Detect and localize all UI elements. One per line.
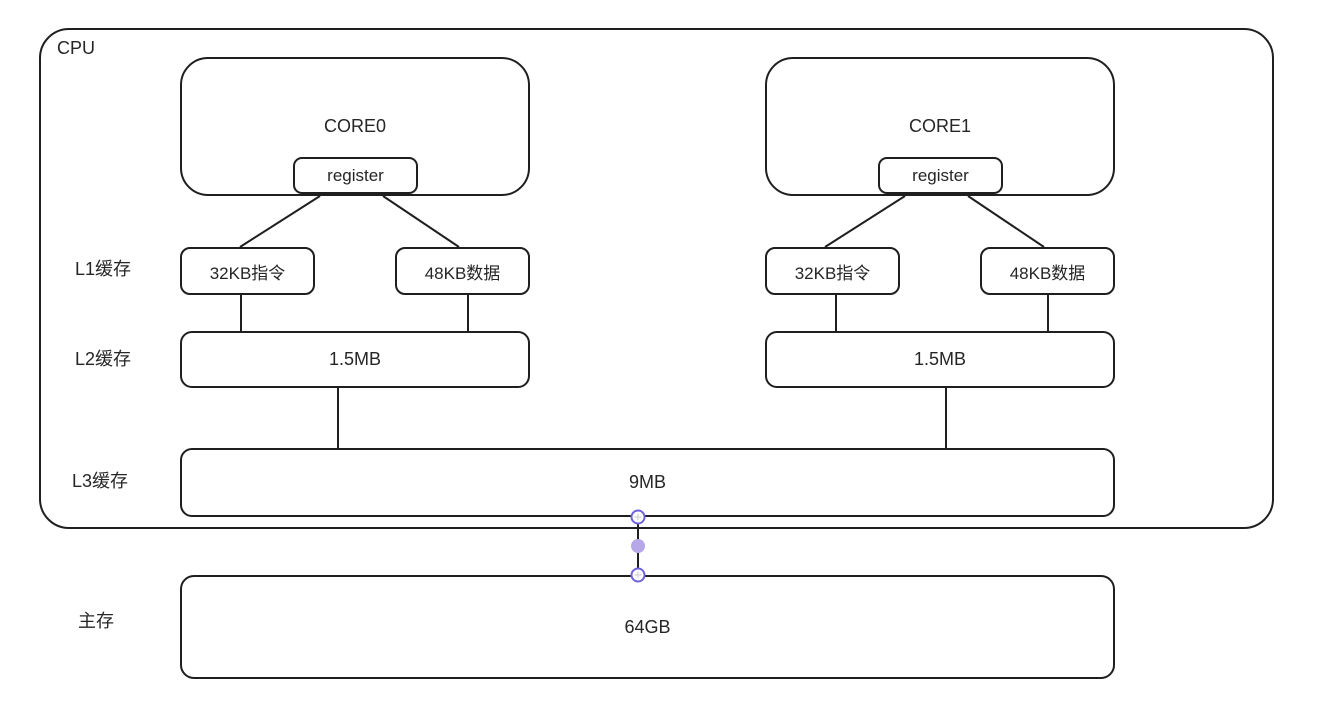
core0-label: CORE0 [323,116,386,136]
core1-group: CORE1 register 32KB指令 48KB数据 1.5MB [765,57,1115,388]
core1-label: CORE1 [908,116,971,136]
core0-l1-instruction-box[interactable]: 32KB指令 [180,247,315,295]
core1-l1-data-box[interactable]: 48KB数据 [980,247,1115,295]
row-label-l1-cache[interactable]: L1缓存 [75,259,132,279]
core0-l2-size-label: 1.5MB [328,349,382,369]
core1-l1-data-label: 48KB数据 [1009,263,1086,283]
core0-register-box[interactable]: register [293,157,418,194]
cpu-label: CPU [57,38,96,58]
row-label-l3-cache[interactable]: L3缓存 [72,471,129,491]
core1-l2-size-label: 1.5MB [913,349,967,369]
core0-l1-data-box[interactable]: 48KB数据 [395,247,530,295]
main-memory-size-label: 64GB [624,616,671,637]
core0-l1-instruction-label: 32KB指令 [209,263,286,283]
core0-l1-data-label: 48KB数据 [424,263,501,283]
l3-cache-box[interactable]: 9MB [180,448,1115,517]
main-memory-box[interactable]: 64GB [180,575,1115,679]
row-label-main-memory[interactable]: 主存 [78,611,114,631]
core1-register-box[interactable]: register [878,157,1003,194]
row-label-l2-cache[interactable]: L2缓存 [75,349,132,369]
cpu-container-box[interactable] [39,28,1274,529]
core0-l2-cache-box[interactable]: 1.5MB [180,331,530,388]
core1-l2-cache-box[interactable]: 1.5MB [765,331,1115,388]
core0-register-label: register [327,165,384,185]
l3-size-label: 9MB [628,472,666,492]
core1-l1-instruction-label: 32KB指令 [794,263,871,283]
connector-midpoint-handle[interactable] [631,539,645,553]
core0-group: CORE0 register 32KB指令 48KB数据 1.5MB [180,57,530,388]
core1-l1-instruction-box[interactable]: 32KB指令 [765,247,900,295]
core1-register-label: register [912,165,969,185]
